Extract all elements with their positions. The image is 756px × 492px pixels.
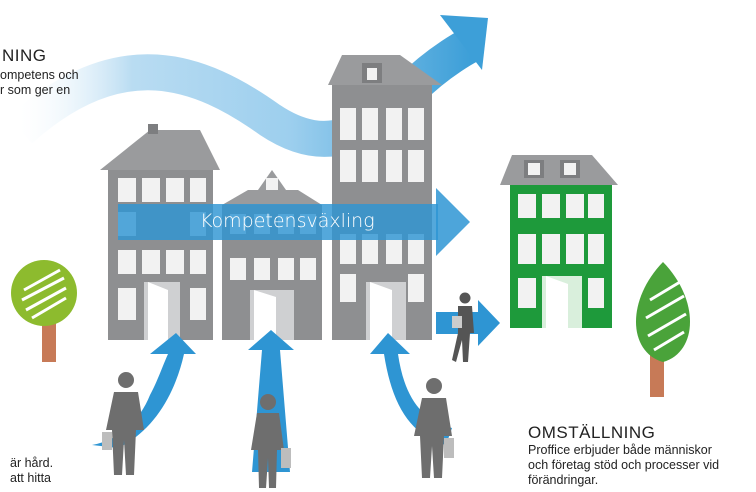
entry-arrow-left (92, 333, 196, 448)
left-section-line-2: r som ger en (0, 83, 71, 97)
competence-band-arrow (118, 188, 470, 256)
building-2 (222, 170, 322, 340)
wave-arrow-head (440, 15, 488, 70)
left-section-title: NING (2, 46, 47, 65)
right-section-line-1: Proffice erbjuder både människor (528, 443, 712, 457)
right-section-line-3: förändringar. (528, 473, 599, 487)
tree-icon (635, 262, 691, 397)
building-1 (100, 124, 220, 340)
right-section-title: OMSTÄLLNING (528, 423, 656, 442)
competence-band-label: Kompetensväxling (200, 210, 375, 232)
growth-wave-arrow (7, 15, 488, 157)
right-section-line-2: och företag stöd och processer vid (528, 458, 720, 472)
door-icon (366, 282, 406, 340)
door-icon (542, 276, 582, 328)
building-3 (328, 55, 442, 340)
door-icon (144, 282, 180, 340)
person-icon (102, 372, 144, 475)
bottom-left-line-2: att hitta (10, 471, 51, 485)
entry-arrow-right (370, 333, 452, 445)
left-section-line-1: ompetens och (0, 68, 79, 82)
person-icon (452, 292, 474, 362)
person-icon (251, 394, 291, 488)
green-building (500, 155, 618, 328)
person-icon (414, 378, 454, 478)
bottom-left-line-1: är hård. (10, 456, 54, 470)
door-icon (250, 290, 294, 340)
tree-icon (11, 260, 77, 362)
